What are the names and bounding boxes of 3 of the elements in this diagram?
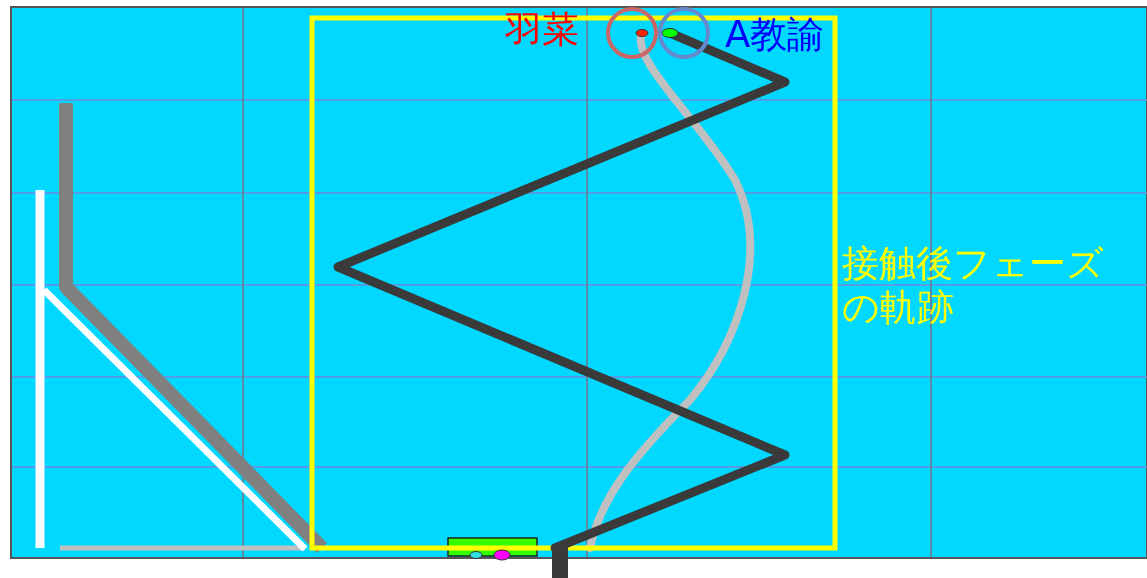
teacher-label: A教諭 bbox=[725, 13, 825, 57]
player-label: 羽菜 bbox=[505, 8, 579, 52]
phase-caption: 接触後フェーズの軌跡 bbox=[842, 242, 1105, 330]
